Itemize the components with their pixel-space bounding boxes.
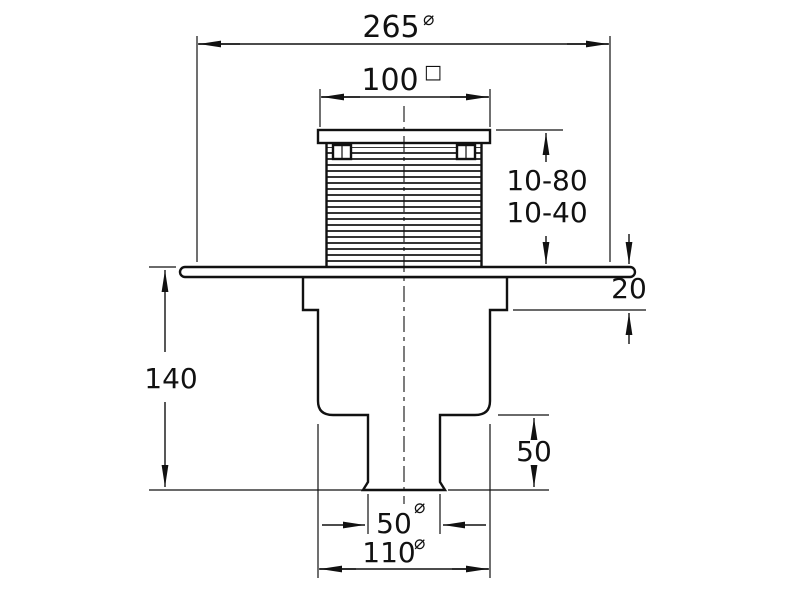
clamp-hooks — [331, 143, 477, 161]
dim-adjust-range-group: 10-80 10-40 — [496, 129, 588, 264]
dim-outlet-diameter-label: 50 — [376, 507, 412, 540]
dim-grate-size-label: 100 — [361, 63, 418, 98]
dim-body-diameter-label: 110 — [362, 536, 415, 569]
dim-collar-height-label: 20 — [611, 272, 647, 305]
clamping-flange — [178, 265, 637, 279]
dim-collar-height-group: 20 — [513, 234, 647, 344]
dim-outlet-length-label: 50 — [516, 435, 552, 468]
dim-flange-diameter-label: 265 — [362, 10, 419, 45]
dim-install-height-label: 140 — [144, 362, 197, 395]
dim-body-diameter-group: 110 ⌀ — [317, 424, 491, 578]
diameter-symbol: ⌀ — [414, 532, 425, 554]
dim-install-height-group: 140 — [144, 266, 362, 491]
diameter-symbol: ⌀ — [423, 8, 434, 30]
dim-adjust-range-2-label: 10-40 — [506, 196, 587, 229]
square-symbol: □ — [424, 61, 442, 83]
drain-body-outline — [178, 106, 637, 504]
dim-outlet-diameter-group: 50 ⌀ — [322, 494, 486, 540]
diameter-symbol: ⌀ — [414, 496, 425, 518]
dim-grate-size-group: 100 □ — [319, 61, 491, 127]
drain-housing — [301, 275, 509, 492]
dim-outlet-length-group: 50 — [448, 414, 552, 491]
dim-adjust-range-1-label: 10-80 — [506, 164, 587, 197]
dim-flange-diameter-group: 265 ⌀ — [196, 8, 611, 262]
